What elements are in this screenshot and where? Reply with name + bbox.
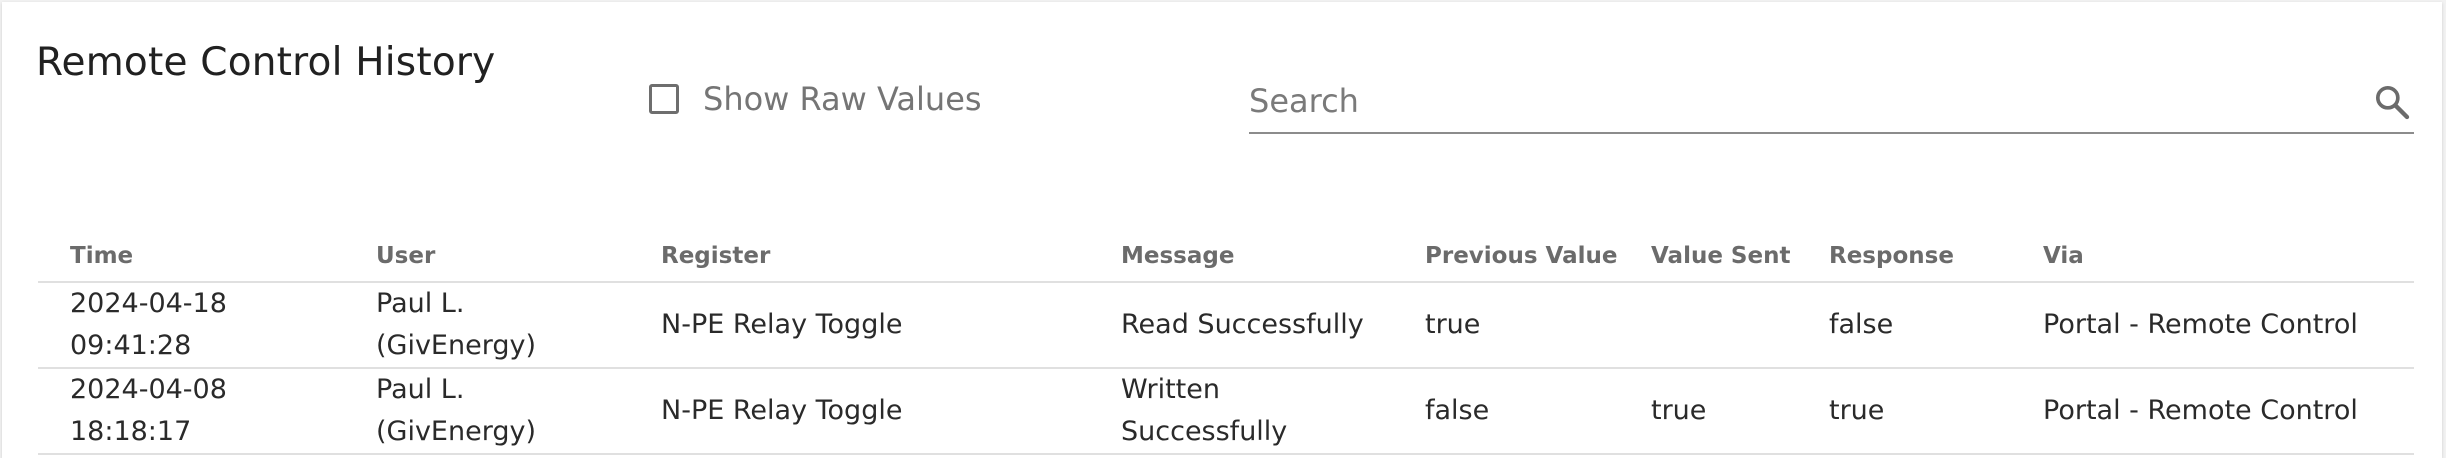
cell-time: 2024-04-08 18:18:17: [38, 368, 344, 455]
column-header-response[interactable]: Response: [1797, 198, 2011, 283]
table-header-row: Time User Register Message Previous Valu…: [38, 198, 2414, 283]
cell-register: N-PE Relay Toggle: [629, 282, 1089, 369]
cell-user: Paul L. (GivEnergy): [344, 368, 629, 455]
cell-value-sent: [1619, 282, 1797, 369]
column-header-previous-value[interactable]: Previous Value: [1393, 198, 1619, 283]
cell-message: Read Successfully: [1089, 282, 1393, 369]
column-header-value-sent[interactable]: Value Sent: [1619, 198, 1797, 283]
cell-time: 2024-04-18 09:41:28: [38, 282, 344, 369]
table-row[interactable]: 2024-04-18 09:41:28 Paul L. (GivEnergy) …: [38, 282, 2414, 369]
page-title: Remote Control History: [36, 40, 496, 85]
cell-response: false: [1797, 282, 2011, 369]
column-header-register[interactable]: Register: [629, 198, 1089, 283]
show-raw-values-toggle[interactable]: Show Raw Values: [649, 80, 982, 118]
user-value: Paul L. (GivEnergy): [376, 288, 536, 361]
user-value: Paul L. (GivEnergy): [376, 374, 536, 447]
cell-user: Paul L. (GivEnergy): [344, 282, 629, 369]
cell-previous-value: true: [1393, 282, 1619, 369]
history-table: Time User Register Message Previous Valu…: [38, 198, 2414, 455]
show-raw-values-label: Show Raw Values: [703, 80, 982, 118]
search-icon[interactable]: [2372, 82, 2412, 122]
show-raw-values-checkbox[interactable]: [649, 84, 679, 114]
column-header-message[interactable]: Message: [1089, 198, 1393, 283]
cell-value-sent: true: [1619, 368, 1797, 455]
column-header-via[interactable]: Via: [2011, 198, 2414, 283]
time-value: 2024-04-08 18:18:17: [70, 374, 227, 447]
column-header-user[interactable]: User: [344, 198, 629, 283]
search-input[interactable]: [1249, 76, 2329, 126]
cell-via: Portal - Remote Control: [2011, 282, 2414, 369]
time-value: 2024-04-18 09:41:28: [70, 288, 227, 361]
cell-via: Portal - Remote Control: [2011, 368, 2414, 455]
cell-register: N-PE Relay Toggle: [629, 368, 1089, 455]
column-header-time[interactable]: Time: [38, 198, 344, 283]
cell-response: true: [1797, 368, 2011, 455]
cell-message: Written Successfully: [1089, 368, 1393, 455]
cell-previous-value: false: [1393, 368, 1619, 455]
table-row[interactable]: 2024-04-08 18:18:17 Paul L. (GivEnergy) …: [38, 368, 2414, 455]
message-value: Written Successfully: [1121, 374, 1288, 447]
search-field[interactable]: [1249, 76, 2414, 134]
